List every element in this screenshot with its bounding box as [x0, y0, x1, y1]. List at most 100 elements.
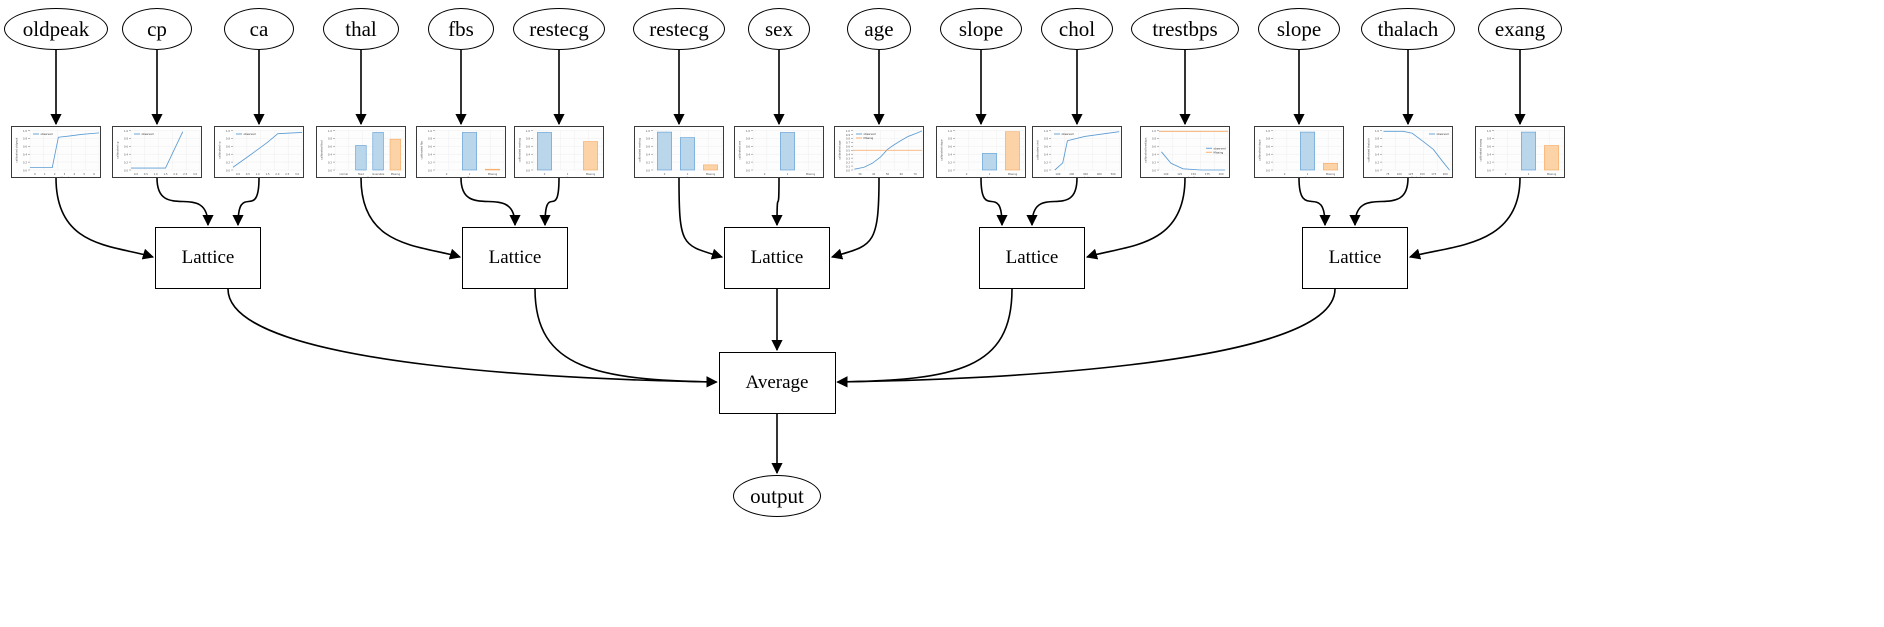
- edge-calibrator-to-lattice-exang: [1408, 177, 1521, 260]
- feature-node-trestbps[interactable]: trestbps: [1131, 8, 1239, 50]
- svg-text:1: 1: [687, 172, 689, 176]
- svg-text:0.0: 0.0: [1044, 168, 1048, 172]
- svg-text:0.4: 0.4: [526, 153, 530, 157]
- svg-text:0.2: 0.2: [1266, 160, 1270, 164]
- svg-text:200: 200: [1069, 172, 1074, 176]
- average-node[interactable]: Average: [718, 352, 836, 414]
- svg-text:2.0: 2.0: [173, 172, 177, 176]
- lattice-node-4[interactable]: Lattice: [1302, 227, 1408, 289]
- svg-text:Missing: Missing: [586, 172, 596, 176]
- svg-text:calibrated trestbps: calibrated trestbps: [1144, 137, 1148, 163]
- svg-text:Missing: Missing: [391, 172, 401, 176]
- svg-text:1.0: 1.0: [23, 129, 27, 133]
- svg-text:restecg: restecg: [562, 175, 573, 178]
- svg-text:1: 1: [567, 172, 569, 176]
- svg-text:1.0: 1.0: [256, 172, 260, 176]
- svg-text:0.8: 0.8: [23, 137, 27, 141]
- lattice-node-3[interactable]: Lattice: [979, 227, 1085, 289]
- svg-text:2.5: 2.5: [285, 172, 289, 176]
- svg-text:exang: exang: [1524, 175, 1533, 178]
- svg-text:Missing: Missing: [1326, 172, 1336, 176]
- svg-text:0.6: 0.6: [526, 145, 530, 149]
- output-node-label: output: [750, 483, 804, 508]
- feature-node-chol[interactable]: chol: [1041, 8, 1113, 50]
- feature-node-fbs[interactable]: fbs: [428, 8, 494, 50]
- svg-text:1: 1: [989, 172, 991, 176]
- feature-node-exang[interactable]: exang: [1478, 8, 1562, 50]
- feature-node-age[interactable]: age: [847, 8, 911, 50]
- edge-calibrator-to-lattice-slope: [980, 177, 1008, 227]
- svg-text:0.8: 0.8: [1487, 137, 1491, 141]
- lattice-node-label: Lattice: [750, 247, 804, 268]
- feature-node-oldpeak[interactable]: oldpeak: [4, 8, 108, 50]
- feature-node-cp[interactable]: cp: [122, 8, 192, 50]
- svg-text:1.0: 1.0: [646, 129, 650, 133]
- svg-text:1.0: 1.0: [328, 129, 332, 133]
- svg-text:0.4: 0.4: [428, 153, 432, 157]
- svg-text:2.0: 2.0: [275, 172, 279, 176]
- svg-text:thal: thal: [367, 175, 373, 178]
- svg-text:0.8: 0.8: [746, 137, 750, 141]
- svg-text:100: 100: [1397, 172, 1402, 176]
- svg-text:6: 6: [93, 172, 95, 176]
- svg-text:0: 0: [34, 172, 36, 176]
- svg-text:1.0: 1.0: [1487, 129, 1491, 133]
- svg-text:0.2: 0.2: [1487, 160, 1491, 164]
- svg-text:calibrated age: calibrated age: [838, 140, 842, 160]
- svg-text:0.8: 0.8: [526, 137, 530, 141]
- output-node[interactable]: output: [733, 475, 821, 517]
- svg-text:0: 0: [446, 172, 448, 176]
- feature-node-restecg[interactable]: restecg: [513, 8, 605, 50]
- lattice-node-2[interactable]: Lattice: [724, 227, 830, 289]
- feature-node-thalach[interactable]: thalach: [1361, 8, 1455, 50]
- svg-text:observed: observed: [142, 132, 154, 136]
- svg-text:0.6: 0.6: [23, 145, 27, 149]
- svg-text:Missing: Missing: [706, 172, 716, 176]
- svg-text:200: 200: [1443, 172, 1448, 176]
- feature-node-slope[interactable]: slope: [1258, 8, 1340, 50]
- svg-text:thalach: thalach: [1411, 175, 1422, 178]
- svg-text:0.8: 0.8: [124, 137, 128, 141]
- svg-text:1.0: 1.0: [428, 129, 432, 133]
- svg-text:0.4: 0.4: [328, 153, 332, 157]
- feature-node-sex[interactable]: sex: [748, 8, 810, 50]
- lattice-node-1[interactable]: Lattice: [462, 227, 568, 289]
- feature-node-restecg[interactable]: restecg: [633, 8, 725, 50]
- feature-node-slope[interactable]: slope: [940, 8, 1022, 50]
- svg-text:0.8: 0.8: [328, 137, 332, 141]
- svg-text:0.2: 0.2: [23, 160, 27, 164]
- svg-text:normal: normal: [339, 172, 348, 176]
- svg-text:fixed: fixed: [358, 172, 365, 176]
- svg-text:30: 30: [858, 172, 862, 176]
- lattice-node-label: Lattice: [488, 247, 542, 268]
- svg-text:calibrated exang: calibrated exang: [1479, 139, 1483, 162]
- svg-text:0.0: 0.0: [124, 168, 128, 172]
- svg-text:oldpeak: oldpeak: [59, 175, 70, 178]
- svg-text:calibrated restecg: calibrated restecg: [518, 138, 522, 163]
- lattice-node-0[interactable]: Lattice: [155, 227, 261, 289]
- svg-text:observed: observed: [1062, 132, 1074, 136]
- svg-text:1.0: 1.0: [1375, 129, 1379, 133]
- svg-text:125: 125: [1408, 172, 1413, 176]
- svg-text:calibrated cp: calibrated cp: [116, 141, 120, 159]
- feature-node-thal[interactable]: thal: [323, 8, 399, 50]
- feature-node-ca[interactable]: ca: [224, 8, 294, 50]
- svg-text:125: 125: [1177, 172, 1182, 176]
- svg-text:0.6: 0.6: [1044, 145, 1048, 149]
- edge-lattice-to-average-4: [836, 288, 1336, 388]
